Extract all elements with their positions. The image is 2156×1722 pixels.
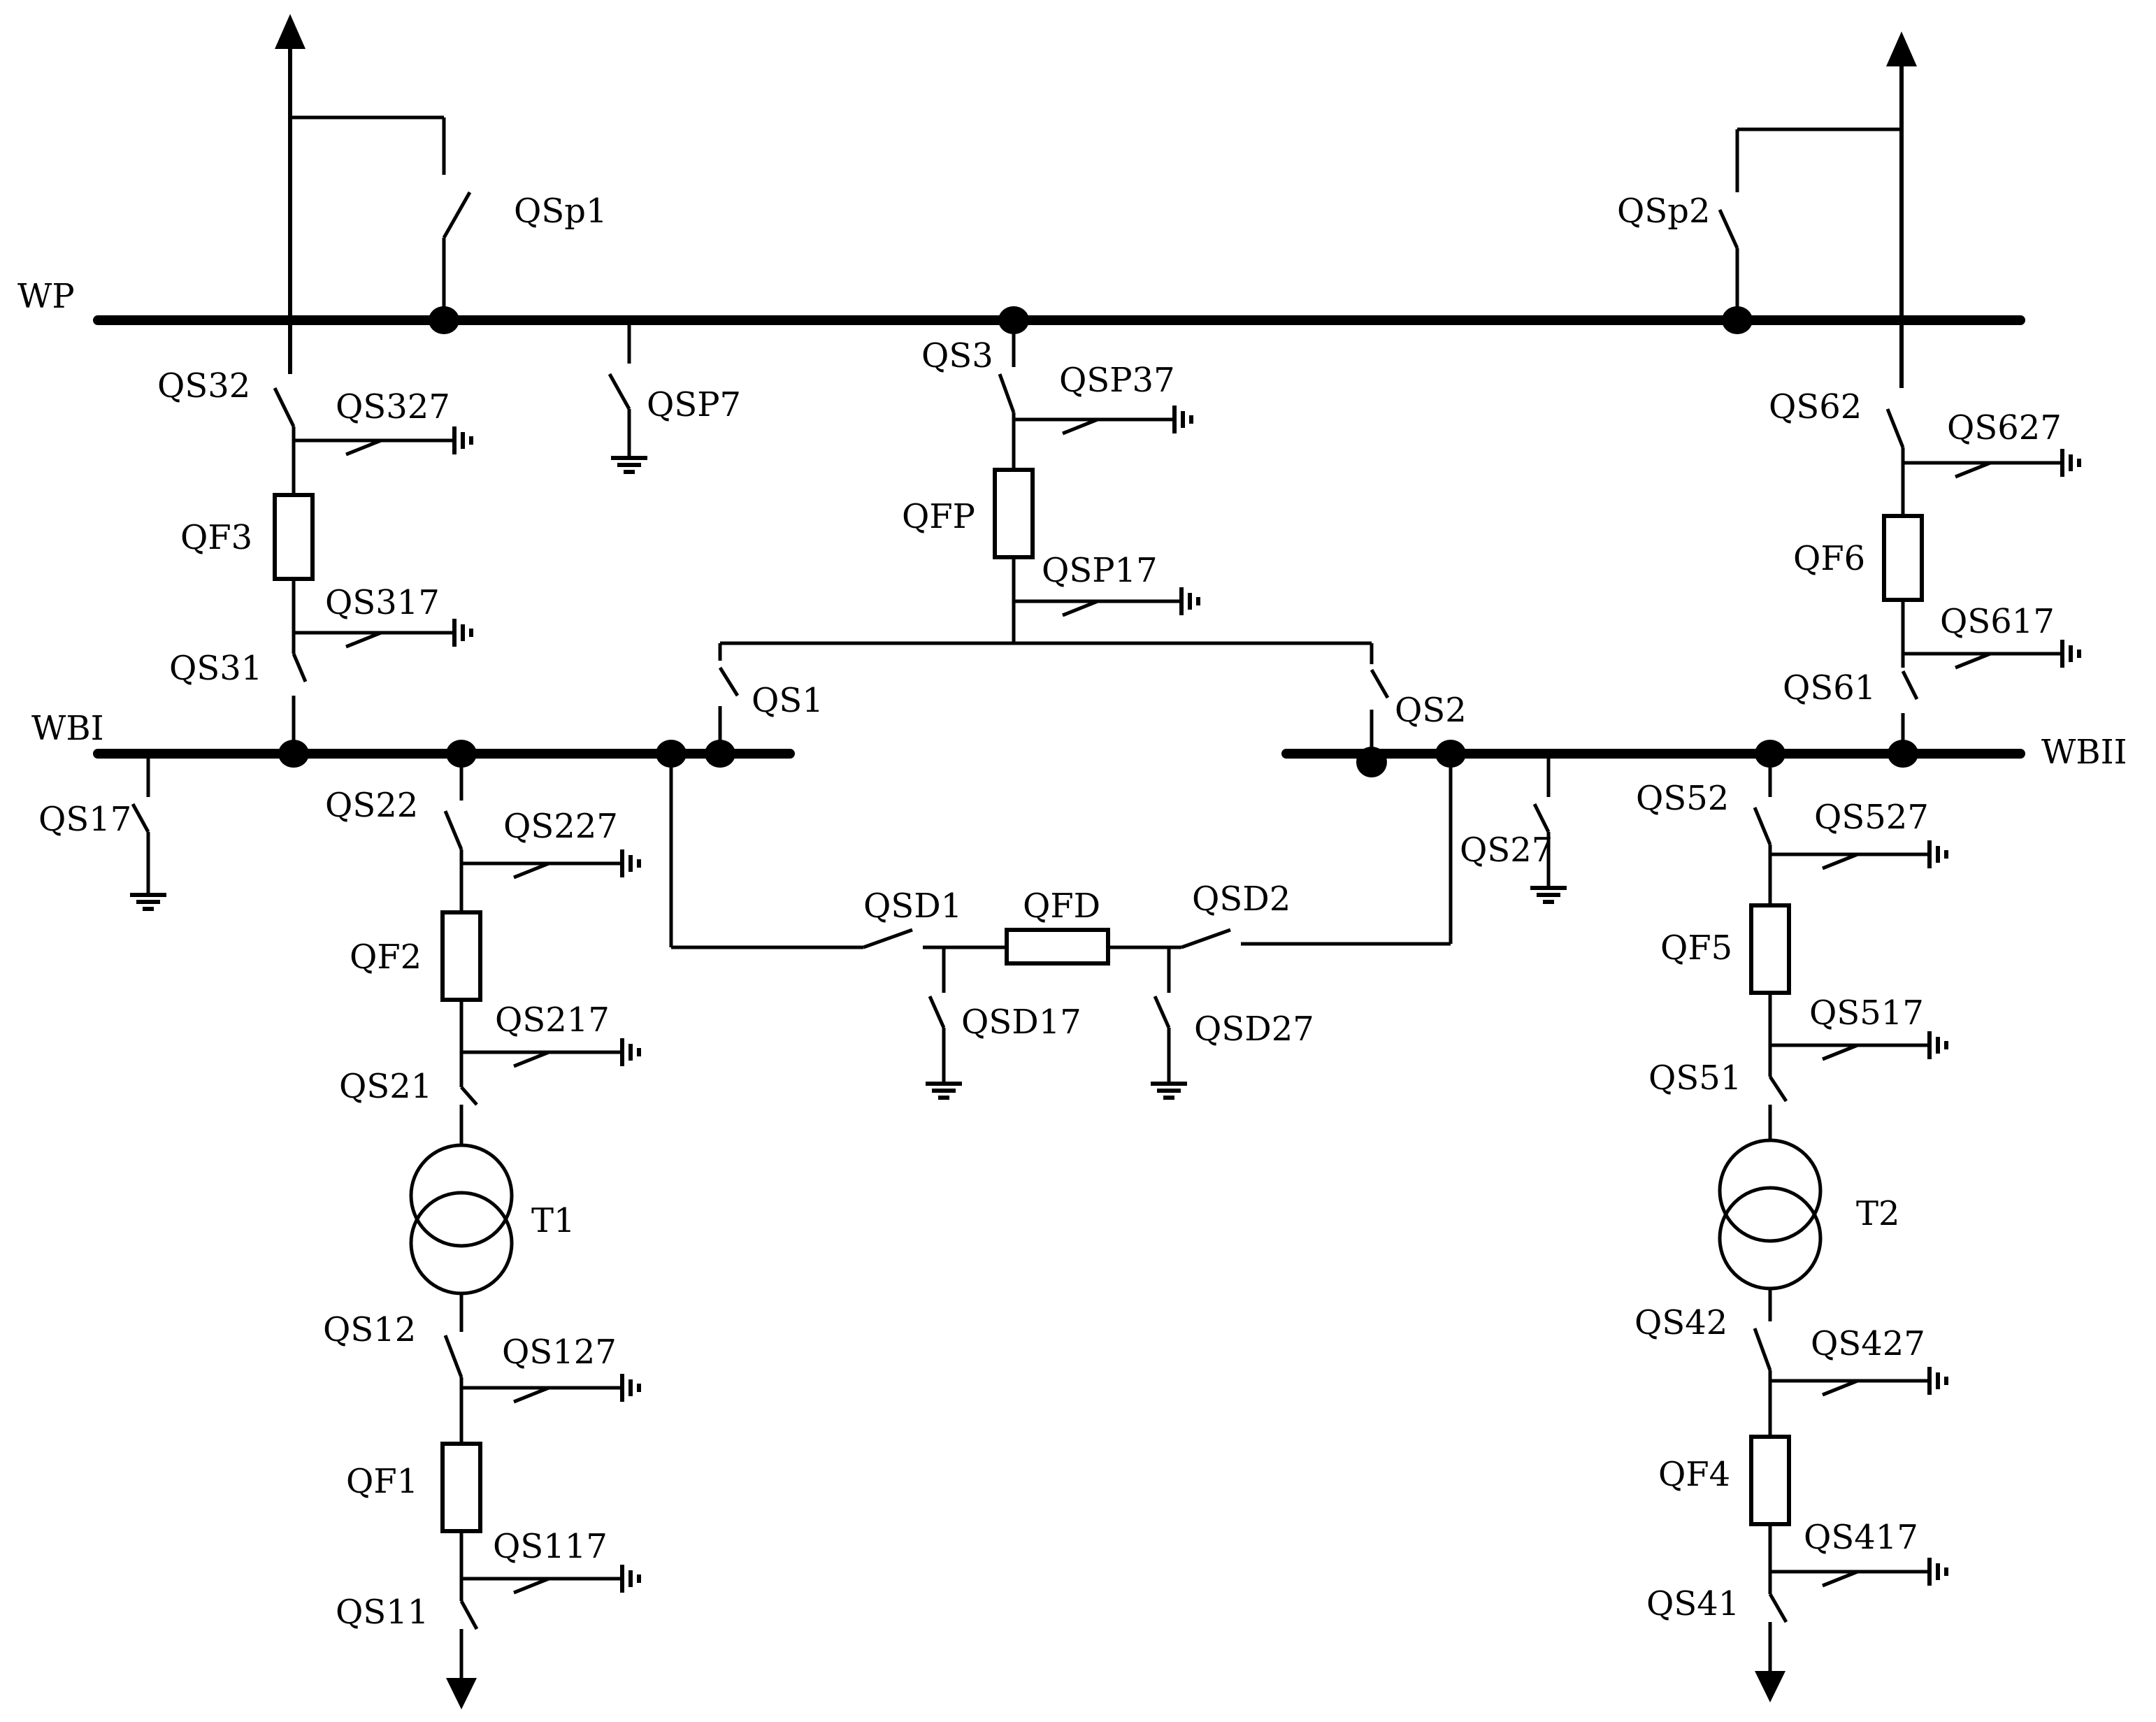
bay-qf6 <box>1882 408 2079 768</box>
label-qs417: QS417 <box>1804 1518 1918 1557</box>
label-qs527: QS527 <box>1814 798 1929 837</box>
bay-t2 <box>1718 740 1946 1702</box>
transformer-t2-winding-1 <box>1718 1138 1823 1243</box>
label-qfd: QFD <box>1023 887 1100 926</box>
label-qs627: QS627 <box>1947 408 2062 447</box>
label-qs51: QS51 <box>1648 1059 1741 1098</box>
label-qsd27: QSD27 <box>1194 1010 1314 1049</box>
label-qs117: QS117 <box>493 1527 608 1566</box>
bay-t1 <box>409 740 639 1709</box>
label-qs21: QS21 <box>339 1067 432 1106</box>
label-qs32: QS32 <box>157 366 250 406</box>
label-qs617: QS617 <box>1940 602 2055 641</box>
breaker-qf5[interactable] <box>1749 903 1791 995</box>
label-qsp17: QSP17 <box>1042 551 1158 590</box>
bus-label-wbi: WBI <box>31 709 104 748</box>
feeder-top-left <box>275 14 472 374</box>
label-qs317: QS317 <box>325 583 440 622</box>
label-qf3: QF3 <box>180 518 252 557</box>
label-qs31: QS31 <box>169 649 262 688</box>
label-qf4: QF4 <box>1658 1455 1730 1494</box>
label-qs3: QS3 <box>921 336 993 375</box>
label-qsd2: QSD2 <box>1192 880 1291 919</box>
label-qf6: QF6 <box>1793 539 1865 578</box>
label-qs2: QS2 <box>1395 691 1467 730</box>
ground-switch-qs27[interactable] <box>1530 754 1567 902</box>
switch-qsp1[interactable] <box>442 191 472 239</box>
ground-switch-qsp7[interactable] <box>608 320 647 472</box>
label-qs22: QS22 <box>325 786 418 825</box>
label-qs427: QS427 <box>1811 1324 1925 1363</box>
label-qs227: QS227 <box>503 807 618 846</box>
label-t2: T2 <box>1856 1194 1900 1233</box>
feeder-top-right <box>1718 31 1917 388</box>
label-qs12: QS12 <box>323 1310 416 1349</box>
bus-tie-qfd <box>656 740 1466 1098</box>
label-qs61: QS61 <box>1783 668 1876 708</box>
label-qsp1: QSp1 <box>514 192 608 231</box>
label-qs1: QS1 <box>752 681 824 720</box>
label-qf2: QF2 <box>350 938 422 977</box>
label-qs62: QS62 <box>1769 387 1862 426</box>
label-qs17: QS17 <box>38 800 131 839</box>
label-qsd1: QSD1 <box>863 887 962 926</box>
label-qs517: QS517 <box>1809 993 1924 1033</box>
breaker-qf3[interactable] <box>273 493 315 581</box>
breaker-qf2[interactable] <box>440 910 482 1002</box>
breaker-qfd[interactable] <box>1005 928 1110 966</box>
label-t1: T1 <box>531 1201 575 1240</box>
label-qs52: QS52 <box>1636 779 1729 818</box>
breaker-qfp[interactable] <box>993 468 1035 559</box>
label-qfp: QFP <box>902 497 975 536</box>
label-qs327: QS327 <box>336 387 450 426</box>
label-qf1: QF1 <box>346 1462 418 1501</box>
breaker-qf4[interactable] <box>1749 1435 1791 1526</box>
label-qs11: QS11 <box>336 1593 429 1632</box>
label-qs217: QS217 <box>495 1000 610 1040</box>
label-qs127: QS127 <box>502 1333 617 1372</box>
label-qs27: QS27 <box>1460 831 1553 870</box>
label-qsp2: QSp2 <box>1617 192 1711 231</box>
label-qsp37: QSP37 <box>1059 361 1175 400</box>
label-qsd17: QSD17 <box>961 1003 1081 1042</box>
label-qs42: QS42 <box>1634 1303 1727 1342</box>
transformer-t1-winding-1 <box>409 1143 514 1248</box>
bus-label-wbii: WBII <box>2041 733 2127 772</box>
bay-qf3 <box>273 387 471 768</box>
bus-label-wp: WP <box>17 277 75 316</box>
label-qs41: QS41 <box>1646 1584 1739 1623</box>
label-qsp7: QSP7 <box>647 385 741 424</box>
ground-switch-qs17[interactable] <box>130 754 166 909</box>
transformer-t2-winding-2 <box>1718 1186 1823 1291</box>
label-qf5: QF5 <box>1660 928 1732 968</box>
transformer-t1-winding-2 <box>409 1191 514 1296</box>
breaker-qf1[interactable] <box>440 1442 482 1533</box>
breaker-qf6[interactable] <box>1882 514 1924 602</box>
bay-qfp <box>705 306 1390 777</box>
